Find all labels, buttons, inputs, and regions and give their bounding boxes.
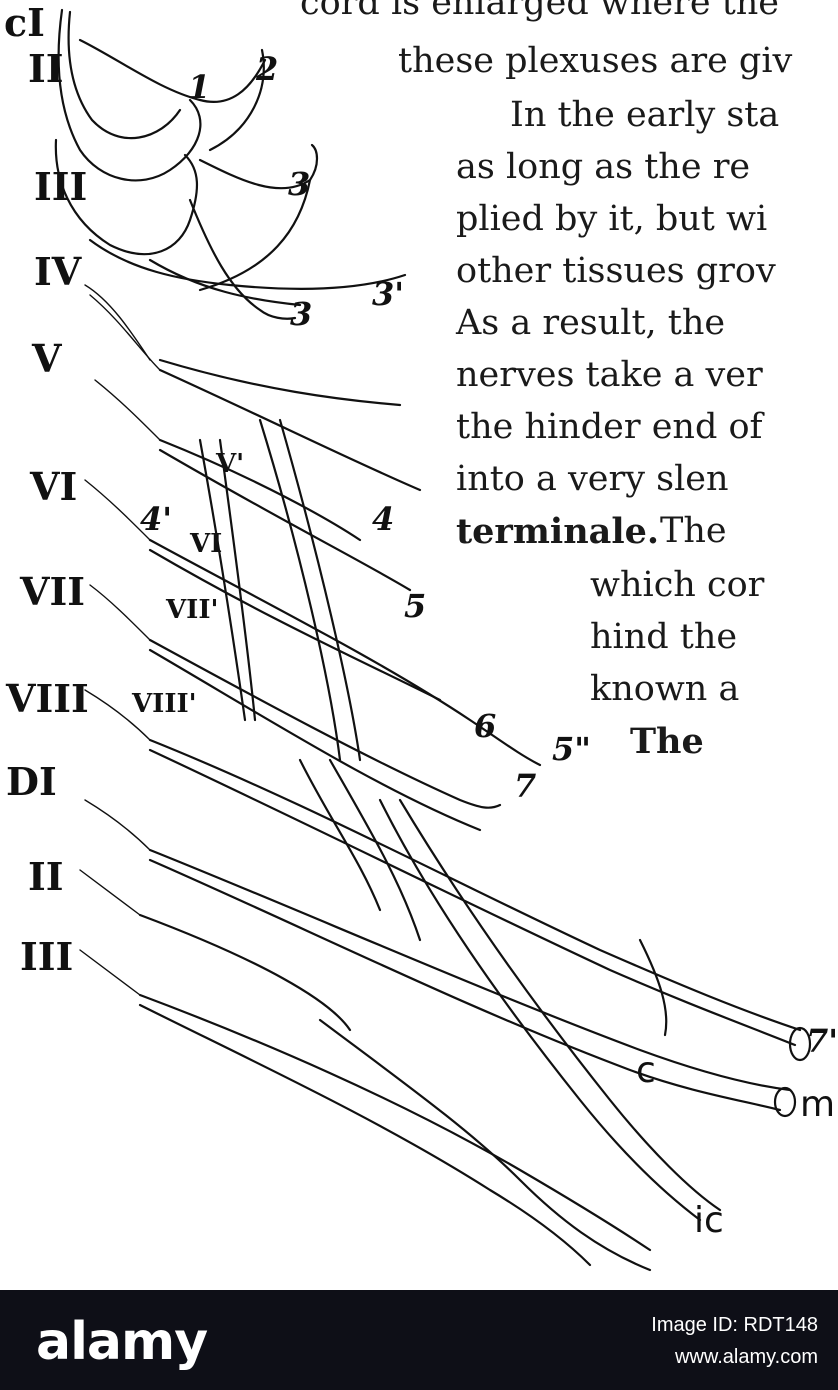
text-line-6: other tissues grov bbox=[456, 251, 776, 291]
plexus-trunks bbox=[138, 358, 812, 1272]
label-vi-branch: VI bbox=[189, 529, 222, 559]
text-line-4: as long as the re bbox=[456, 147, 751, 187]
label-c8: VIII bbox=[5, 676, 89, 721]
label-7-prime: 7' bbox=[806, 1022, 838, 1060]
label-v-prime: V' bbox=[215, 449, 244, 479]
label-c4: IV bbox=[34, 249, 83, 294]
watermark-footer: alamy Image ID: RDT148 www.alamy.com bbox=[0, 1290, 838, 1390]
label-c7: VII bbox=[19, 569, 85, 614]
label-viii-prime: VIII' bbox=[131, 689, 197, 719]
text-line-15: The bbox=[630, 721, 704, 762]
label-4: 4 bbox=[372, 500, 394, 538]
label-5: 5 bbox=[404, 587, 426, 625]
label-3-lower: 3 bbox=[290, 295, 312, 333]
text-line-1: cord is enlarged where the bbox=[300, 0, 780, 23]
scanned-page: cI II III IV V VI VII VIII DI II III V' … bbox=[4, 0, 838, 1272]
nerve-loops bbox=[54, 8, 407, 320]
label-c5: V bbox=[31, 336, 63, 381]
label-d3: III bbox=[20, 934, 73, 979]
label-c1: cI bbox=[4, 0, 45, 45]
label-4-prime: 4' bbox=[140, 500, 172, 538]
label-c-letter: c bbox=[636, 1050, 656, 1091]
label-1: 1 bbox=[188, 68, 210, 106]
text-line-14: known a bbox=[590, 669, 740, 709]
label-d1: DI bbox=[6, 759, 57, 804]
label-ic: ic bbox=[694, 1200, 724, 1241]
label-3: 3 bbox=[288, 165, 310, 203]
label-2: 2 bbox=[255, 50, 278, 88]
label-c6: VI bbox=[29, 464, 77, 509]
label-6: 6 bbox=[474, 707, 496, 745]
text-line-10: into a very slen bbox=[456, 459, 729, 499]
text-line-5: plied by it, but wi bbox=[456, 199, 768, 239]
label-c2: II bbox=[28, 46, 64, 91]
label-7: 7 bbox=[514, 767, 536, 805]
text-line-11-rest: The bbox=[660, 511, 727, 551]
brachial-plexus-illustration: cI II III IV V VI VII VIII DI II III V' … bbox=[4, 0, 838, 1272]
site-url: www.alamy.com bbox=[675, 1346, 818, 1368]
label-3-prime: 3' bbox=[372, 275, 404, 313]
label-c3: III bbox=[34, 164, 87, 209]
label-5-double-prime: 5" bbox=[552, 730, 591, 768]
text-line-2: these plexuses are giv bbox=[398, 41, 793, 81]
text-line-9: the hinder end of bbox=[456, 407, 763, 447]
text-line-11-bold: terminale. bbox=[456, 511, 660, 552]
label-m: m bbox=[800, 1084, 835, 1125]
text-line-7: As a result, the bbox=[456, 303, 726, 343]
label-vii-prime: VII' bbox=[165, 595, 218, 625]
spinal-roots bbox=[79, 284, 161, 996]
text-line-3: In the early sta bbox=[510, 95, 780, 135]
label-d2: II bbox=[28, 854, 64, 899]
image-id: Image ID: RDT148 bbox=[651, 1314, 818, 1336]
alamy-logo: alamy bbox=[36, 1312, 208, 1372]
text-line-13: hind the bbox=[590, 617, 738, 657]
text-line-12: which cor bbox=[590, 565, 765, 605]
text-line-8: nerves take a ver bbox=[456, 355, 763, 395]
